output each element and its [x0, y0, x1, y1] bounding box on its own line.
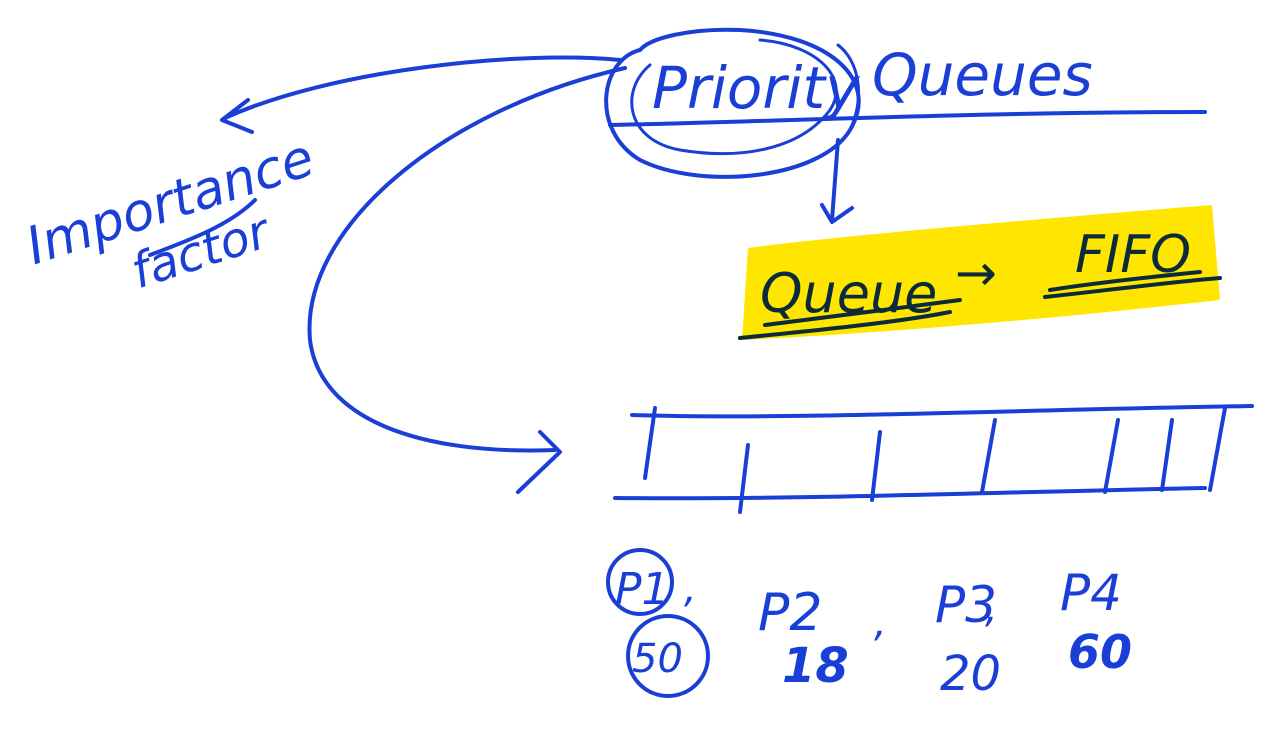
item-value-1-circle [626, 614, 710, 698]
item-value-1: 50 [632, 636, 683, 682]
item-label-1-circle [606, 548, 674, 616]
array-bottom-edge [613, 486, 1207, 501]
item-sep-1: , [684, 566, 697, 612]
array-cell-divider-5 [1103, 418, 1120, 494]
curve-arrow-head [516, 430, 562, 494]
array-cell-divider-4 [980, 418, 997, 494]
array-cell-divider-3 [870, 430, 882, 502]
curve-arrow-shaft [307, 66, 627, 453]
item-label-2: P2 [758, 583, 822, 643]
title-underline [608, 110, 1207, 127]
item-sep-3: , [985, 586, 998, 632]
left-arrow-head [220, 98, 254, 134]
item-value-2: 18 [782, 638, 849, 694]
item-label-3: P3 [935, 576, 997, 634]
priority-circle-inner [630, 38, 838, 156]
title-word-queues: Queues [872, 41, 1093, 109]
fifo-underline [1043, 276, 1222, 299]
array-cell-divider-6 [1160, 418, 1174, 492]
item-sep-2: , [874, 600, 887, 646]
note-underline [148, 198, 257, 257]
highlight-arrow-text: → [955, 244, 997, 302]
down-arrow-shaft [830, 138, 840, 222]
highlight-block [742, 205, 1220, 340]
title-word-priority: Priority [652, 54, 860, 122]
array-right-edge [1208, 406, 1227, 492]
array-cell-divider-2 [738, 443, 750, 514]
down-arrow-head [820, 203, 854, 224]
fifo-underline-2 [1048, 270, 1202, 292]
queue-underline [763, 298, 962, 327]
left-arrow-shaft [223, 55, 622, 120]
priority-circle-outer [604, 27, 861, 179]
item-value-4: 60 [1068, 625, 1132, 679]
array-top-edge [630, 404, 1254, 419]
separator-bracket [836, 43, 860, 132]
queue-underline-2 [738, 310, 952, 340]
item-label-4: P4 [1060, 564, 1122, 622]
array-cell-divider-1 [643, 406, 657, 480]
item-value-3: 20 [940, 646, 1001, 702]
